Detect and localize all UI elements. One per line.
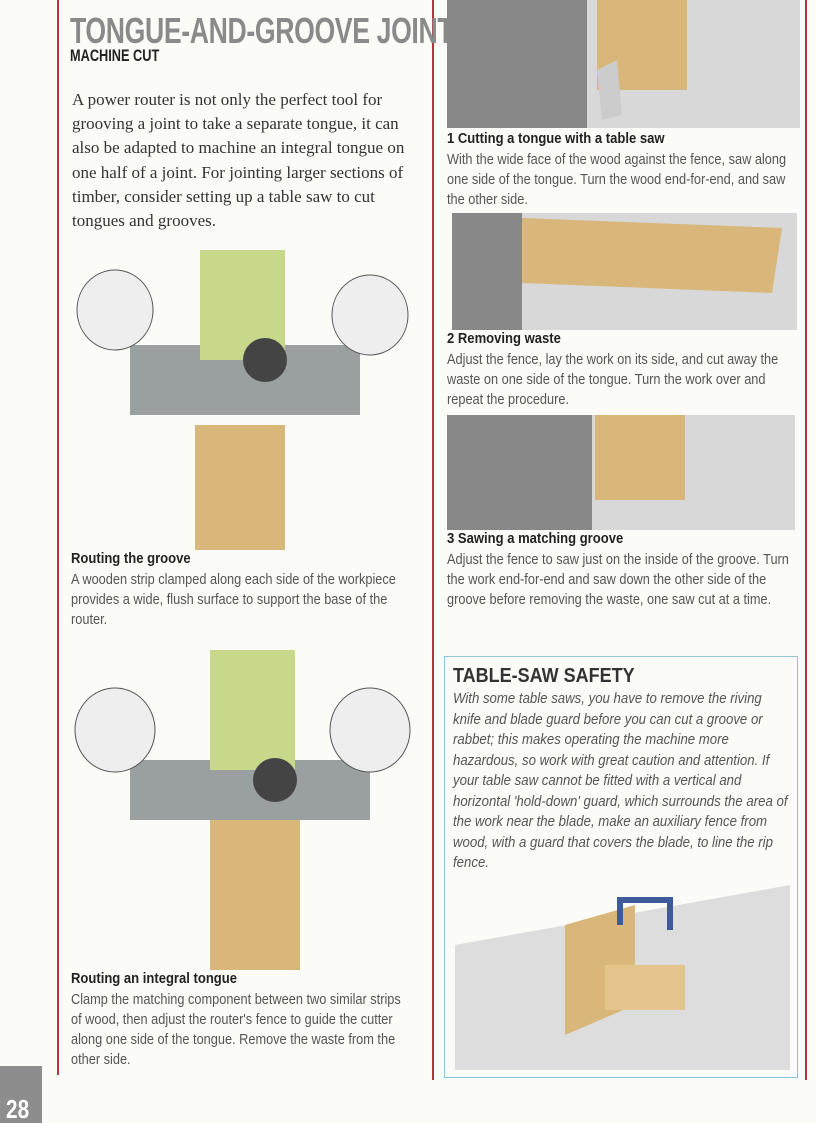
step-caption: 1 Cutting a tongue with a table saw — [447, 131, 665, 147]
step-text: Adjust the fence to saw just on the insi… — [447, 552, 789, 608]
left-margin-rule — [57, 0, 59, 1075]
router-groove-illustration — [76, 250, 409, 550]
page-number-tab: 28 — [0, 1066, 42, 1123]
auxiliary-fence-illustration — [455, 885, 790, 1070]
step-caption: Routing an integral tongue — [71, 971, 238, 987]
table-saw-tongue-illustration — [447, 0, 800, 128]
right-margin-rule — [805, 0, 807, 1080]
router-tongue-illustration — [74, 650, 411, 970]
step-text: A wooden strip clamped along each side o… — [71, 572, 396, 628]
column-divider-rule — [432, 0, 434, 1080]
intro-paragraph: A power router is not only the perfect t… — [72, 90, 405, 231]
step-caption: 3 Sawing a matching groove — [447, 531, 624, 547]
page-subtitle: MACHINE CUT — [70, 46, 160, 65]
sawing-groove-illustration — [447, 415, 795, 530]
step-text: Clamp the matching component between two… — [71, 992, 401, 1068]
safety-text: With some table saws, you have to remove… — [453, 690, 788, 871]
page-title: TONGUE-AND-GROOVE JOINT — [70, 10, 454, 51]
page-number: 28 — [6, 1094, 30, 1123]
step-text: Adjust the fence, lay the work on its si… — [447, 352, 779, 408]
step-text: With the wide face of the wood against t… — [447, 152, 787, 208]
removing-waste-illustration — [452, 213, 797, 330]
step-caption: Routing the groove — [71, 551, 191, 567]
step-caption: 2 Removing waste — [447, 331, 561, 347]
safety-heading: TABLE-SAW SAFETY — [453, 665, 635, 687]
safety-box — [444, 656, 798, 1078]
